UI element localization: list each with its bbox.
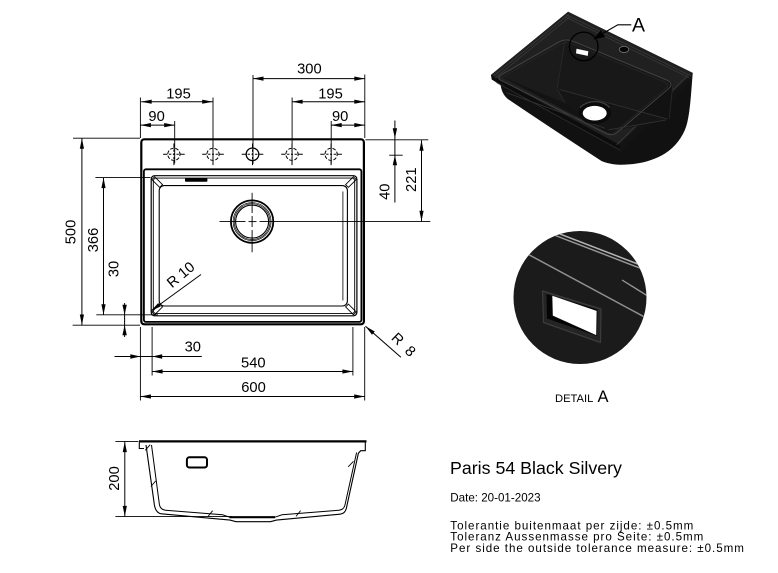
- svg-text:195: 195: [318, 87, 343, 103]
- svg-text:200: 200: [107, 466, 123, 491]
- svg-text:500: 500: [63, 220, 79, 245]
- svg-text:600: 600: [241, 380, 266, 396]
- svg-text:195: 195: [166, 87, 191, 103]
- svg-text:221: 221: [404, 167, 420, 192]
- svg-text:R 8: R 8: [388, 330, 418, 360]
- svg-text:A: A: [598, 388, 609, 406]
- svg-text:90: 90: [332, 109, 348, 125]
- svg-text:Paris 54 Black Silvery: Paris 54 Black Silvery: [450, 458, 622, 478]
- svg-text:Date: 20-01-2023: Date: 20-01-2023: [450, 492, 540, 505]
- svg-text:Tolerantie buitenmaat per zijd: Tolerantie buitenmaat per zijde: ±0.5mm: [450, 519, 694, 532]
- svg-text:366: 366: [86, 228, 102, 253]
- svg-text:A: A: [632, 15, 645, 37]
- svg-text:30: 30: [185, 339, 201, 355]
- svg-text:300: 300: [297, 61, 322, 77]
- svg-text:30: 30: [107, 261, 123, 277]
- svg-text:Per side the outside tolerance: Per side the outside tolerance measure: …: [450, 542, 745, 555]
- svg-text:540: 540: [241, 356, 266, 372]
- svg-text:90: 90: [148, 109, 164, 125]
- svg-text:Toleranz Aussenmasse pro Seite: Toleranz Aussenmasse pro Seite: ±0.5mm: [450, 531, 704, 544]
- svg-text:R 10: R 10: [164, 259, 198, 291]
- svg-text:40: 40: [378, 184, 394, 200]
- svg-text:DETAIL: DETAIL: [555, 393, 593, 405]
